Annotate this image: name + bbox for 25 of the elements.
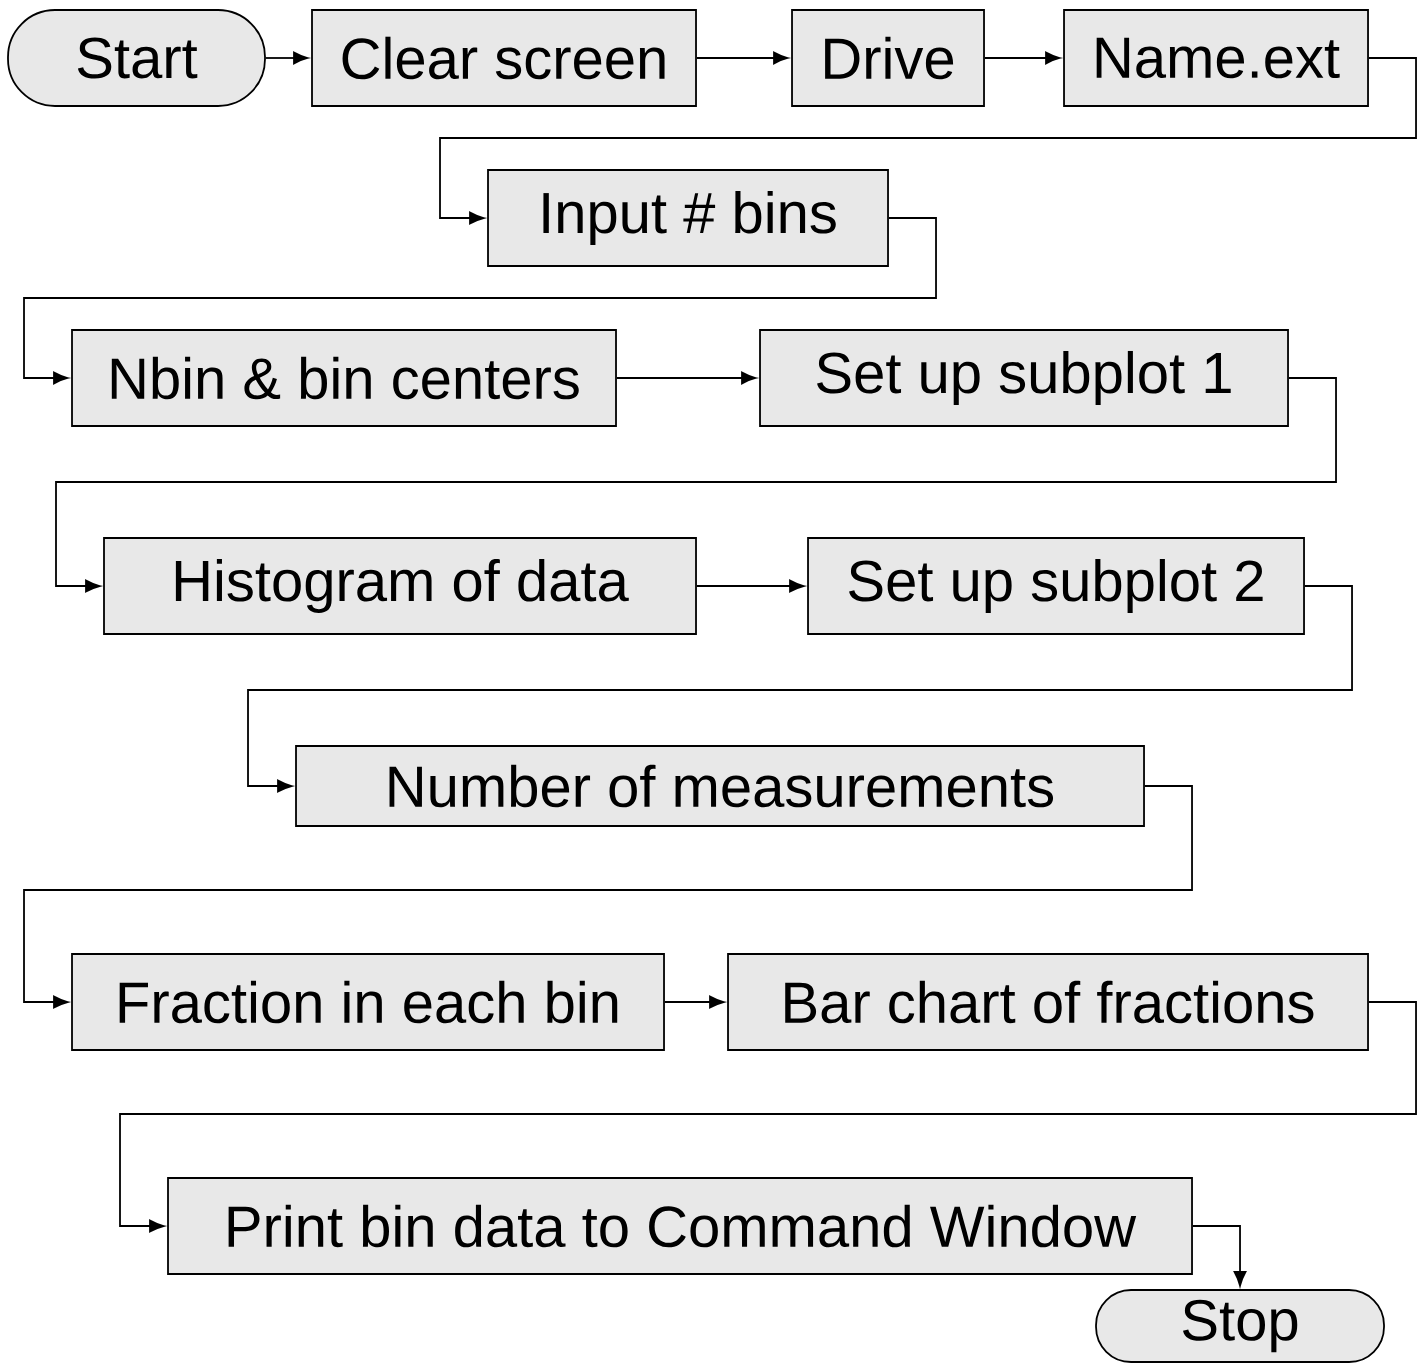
arrow bbox=[696, 579, 805, 593]
arrow bbox=[55, 377, 1337, 593]
process-box: Nbin & bin centers bbox=[71, 329, 617, 427]
arrow bbox=[247, 585, 1353, 793]
process-box: Drive bbox=[791, 9, 985, 107]
arrow bbox=[616, 371, 757, 385]
process-box: Name.ext bbox=[1063, 9, 1369, 107]
arrow bbox=[439, 57, 1417, 225]
process-box: Input # bins bbox=[487, 169, 889, 267]
arrow bbox=[265, 51, 309, 65]
arrow bbox=[664, 995, 725, 1009]
process-box: Histogram of data bbox=[103, 537, 697, 635]
process-box: Set up subplot 2 bbox=[807, 537, 1305, 635]
process-box: Print bin data to Command Window bbox=[167, 1177, 1193, 1275]
arrow bbox=[984, 51, 1061, 65]
process-box: Clear screen bbox=[311, 9, 697, 107]
arrow bbox=[23, 785, 1193, 1009]
arrow bbox=[119, 1001, 1417, 1233]
process-box: Number of measurements bbox=[295, 745, 1145, 827]
arrow bbox=[696, 51, 789, 65]
arrow bbox=[1192, 1225, 1247, 1287]
process-box: Fraction in each bin bbox=[71, 953, 665, 1051]
process-box: Bar chart of fractions bbox=[727, 953, 1369, 1051]
process-box: Set up subplot 1 bbox=[759, 329, 1289, 427]
arrow bbox=[23, 217, 937, 385]
